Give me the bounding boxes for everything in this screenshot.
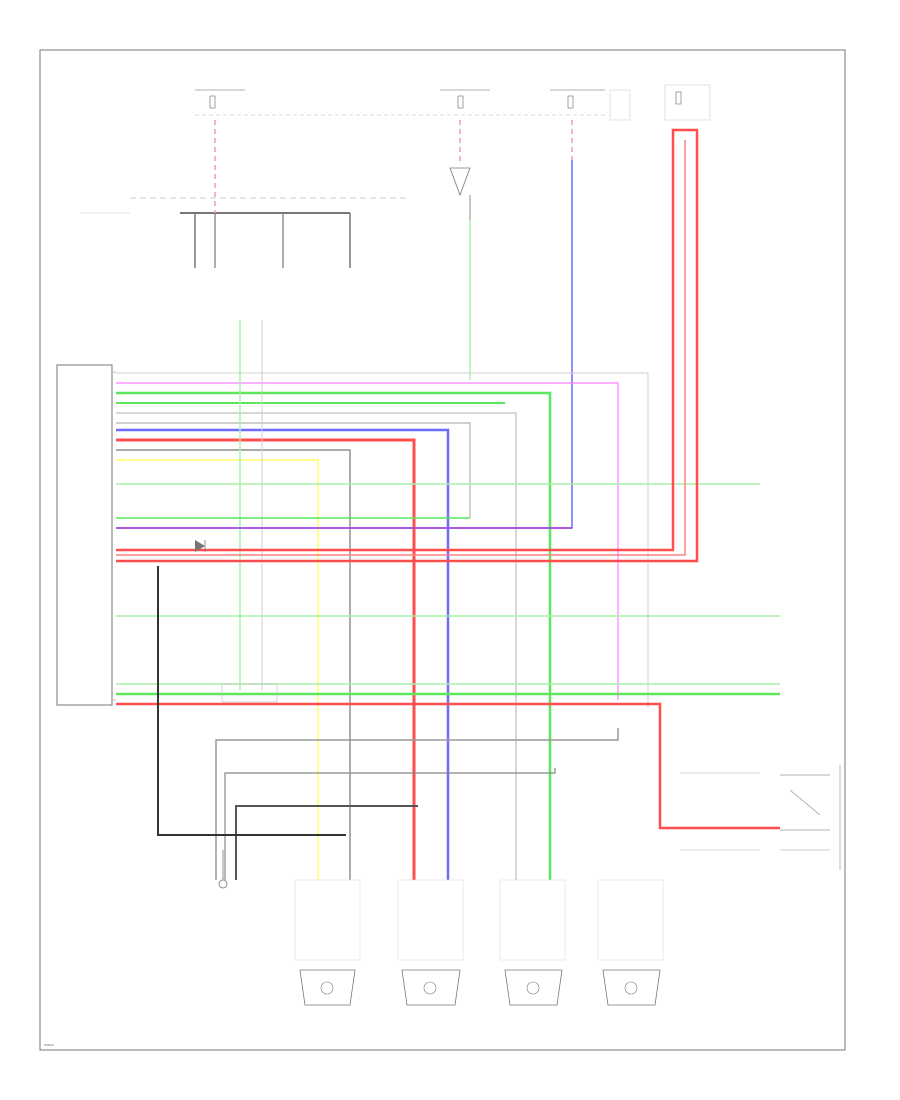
sensor-icon xyxy=(602,969,661,1006)
wire-gray-loop-2 xyxy=(224,768,556,880)
wire-gray-3 xyxy=(116,422,471,518)
sensor-lr xyxy=(397,879,464,1006)
sensor-lf xyxy=(294,879,361,1006)
wire-gray-loop-3 xyxy=(235,805,418,880)
wire-light-gray-top xyxy=(116,372,649,708)
fuse-icon xyxy=(675,91,682,105)
fuse-icon xyxy=(457,95,464,109)
sensor-rr xyxy=(597,879,664,1006)
switch-icon xyxy=(449,167,471,220)
wire-red-1 xyxy=(116,438,416,880)
wire-magenta-1 xyxy=(116,382,619,700)
wire-blue-1 xyxy=(116,160,573,529)
frame-code: W0000 xyxy=(44,1043,54,1047)
wire-gray-2 xyxy=(116,412,517,880)
sensor-icon xyxy=(401,969,461,1006)
ground-icon xyxy=(218,850,228,889)
wire-gray-loop-1 xyxy=(215,728,619,880)
fuse-icon xyxy=(209,95,216,109)
wire-dark-1 xyxy=(116,449,351,880)
wire-red-bottom xyxy=(116,702,780,830)
wire-dark-ground xyxy=(157,566,346,836)
diode-icon xyxy=(195,540,206,552)
wire-blue-2 xyxy=(116,428,450,880)
wire-green-1 xyxy=(116,391,552,880)
pin-label-column xyxy=(112,371,116,701)
sensor-rf xyxy=(499,879,566,1006)
abs-control-module xyxy=(56,364,113,706)
fuse-icon xyxy=(567,95,574,109)
wire-yellow-1 xyxy=(116,459,319,880)
connector-block xyxy=(221,683,278,703)
brake-switch-box xyxy=(680,765,841,870)
wire-red-loop-outer xyxy=(116,128,699,563)
junction-block xyxy=(80,212,351,268)
power-feed-group xyxy=(195,84,711,121)
wire-red-loop-inner xyxy=(116,140,686,556)
sensor-icon xyxy=(299,969,356,1006)
sensor-icon xyxy=(504,969,563,1006)
diagram-frame xyxy=(39,49,846,1051)
